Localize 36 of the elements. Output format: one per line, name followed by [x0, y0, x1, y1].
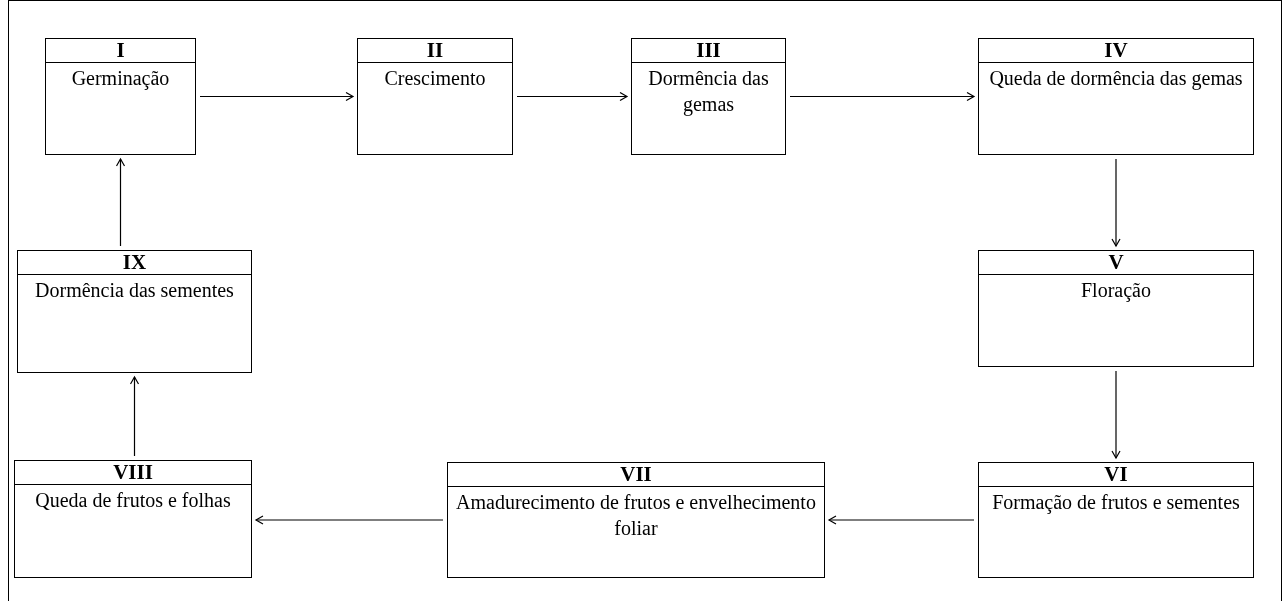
- stage-label: Formação de frutos e sementes: [991, 490, 1241, 515]
- arrow: [828, 515, 975, 525]
- stage-label: Queda de dormência das gemas: [988, 66, 1244, 91]
- stage-box: [357, 38, 513, 155]
- arrow: [255, 515, 444, 525]
- arrow: [115, 158, 126, 247]
- arrow: [789, 91, 975, 102]
- stage-number: V: [979, 251, 1253, 275]
- stage-label: Floração: [1080, 278, 1152, 303]
- stage-box: [45, 38, 196, 155]
- stage-label: Crescimento: [383, 66, 487, 91]
- stage-label: Amadurecimento de frutos e envelhecimento foliar: [455, 490, 817, 541]
- stage-box: [978, 462, 1254, 578]
- arrow: [1111, 158, 1121, 247]
- stage-box: [631, 38, 786, 155]
- stage-box: [447, 462, 825, 578]
- stage-box: [978, 250, 1254, 367]
- stage-number: VI: [979, 463, 1253, 487]
- stage-box: [978, 38, 1254, 155]
- stage-number: IX: [18, 251, 251, 275]
- stage-number: I: [46, 39, 195, 63]
- stage-number: II: [358, 39, 512, 63]
- stage-label: Germinação: [70, 66, 171, 91]
- stage-box: [14, 460, 252, 578]
- arrow: [516, 91, 628, 102]
- stage-label: Dormência das sementes: [34, 278, 235, 303]
- stage-number: III: [632, 39, 785, 63]
- stage-number: IV: [979, 39, 1253, 63]
- stage-number: VIII: [15, 461, 251, 485]
- arrow: [199, 91, 354, 102]
- stage-number: VII: [448, 463, 824, 487]
- stage-box: [17, 250, 252, 373]
- stage-label: Queda de frutos e folhas: [34, 488, 232, 513]
- arrow: [129, 376, 140, 457]
- stage-label: Dormência das gemas: [647, 66, 770, 117]
- arrow: [1111, 370, 1121, 459]
